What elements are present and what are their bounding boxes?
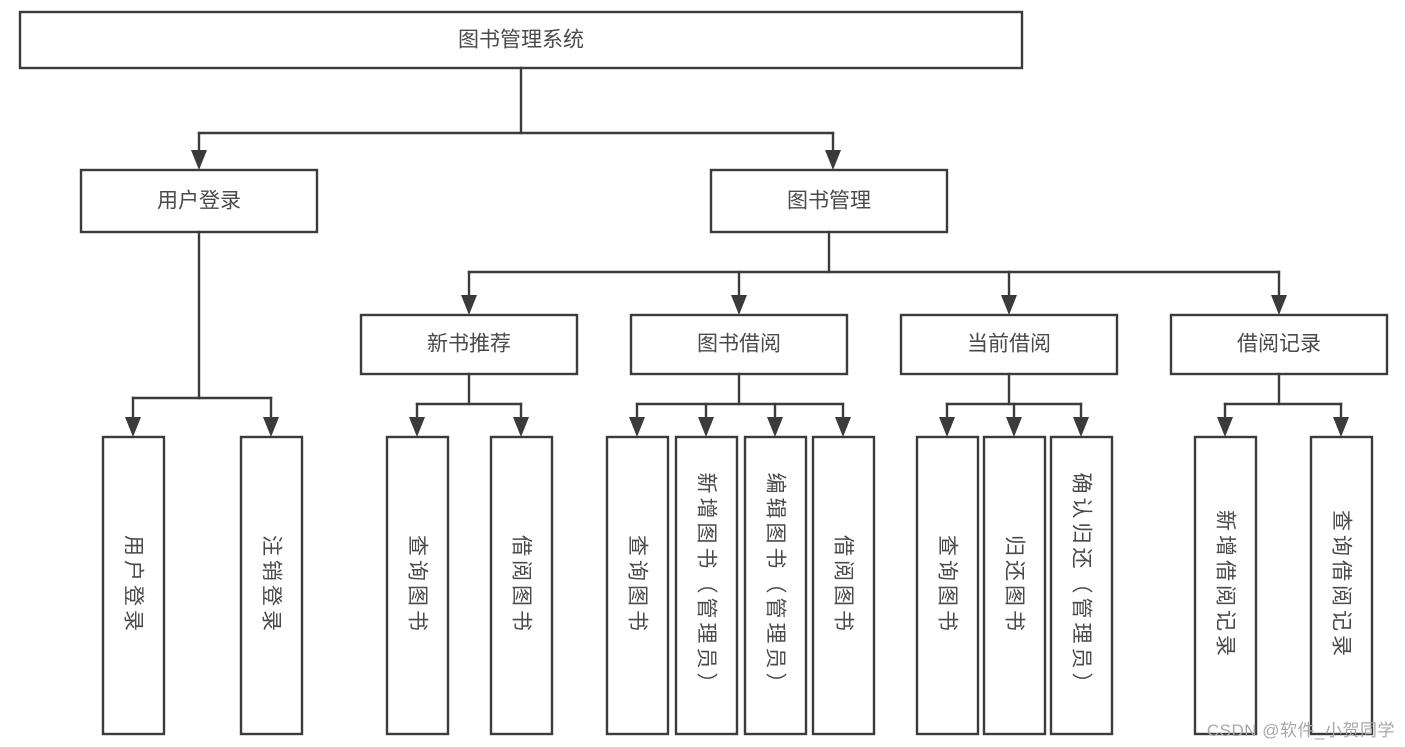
leaf-add-book[interactable]: 新增图书（管理员）: [674, 435, 739, 736]
arrow-head-icon: [1001, 295, 1017, 315]
leaf-query-book-1-box: [385, 435, 450, 736]
connector-user-login-to-leaves: [125, 230, 279, 437]
node-user-login[interactable]: 用户登录: [79, 168, 319, 234]
node-book-manage-label: 图书管理: [787, 190, 871, 213]
node-current-borrow-box: [899, 313, 1119, 376]
connector-borrow-record-to-leaves: [1217, 372, 1349, 437]
arrow-head-icon: [1333, 417, 1349, 437]
arrow-head-icon: [629, 417, 645, 437]
arrow-head-icon: [191, 150, 207, 170]
leaf-query-book-2-label: 查询图书: [626, 535, 649, 635]
arrow-head-icon: [125, 417, 141, 437]
leaf-user-logout[interactable]: 注销登录: [239, 435, 304, 736]
leaf-borrow-book-1-box: [489, 435, 554, 736]
arrow-head-icon: [1271, 295, 1287, 315]
node-user-login-box: [79, 168, 319, 234]
leaf-query-book-1-label: 查询图书: [406, 535, 429, 635]
node-current-borrow[interactable]: 当前借阅: [899, 313, 1119, 376]
node-user-login-label: 用户登录: [157, 190, 241, 213]
leaf-add-book-label: 新增图书（管理员）: [695, 473, 718, 698]
leaf-edit-book-box: [743, 435, 808, 736]
leaf-return-book-box: [982, 435, 1047, 736]
leaf-add-book-box: [674, 435, 739, 736]
node-current-borrow-label: 当前借阅: [967, 333, 1051, 356]
node-borrow-record[interactable]: 借阅记录: [1169, 313, 1389, 376]
arrow-head-icon: [835, 417, 851, 437]
leaf-borrow-book-2-label: 借阅图书: [832, 535, 855, 635]
node-borrow-record-label: 借阅记录: [1237, 333, 1321, 356]
leaf-query-record[interactable]: 查询借阅记录: [1309, 435, 1374, 736]
connector-current-borrow-to-leaves: [939, 372, 1089, 437]
leaf-user-login-label: 用户登录: [122, 535, 145, 635]
connector-new-book-recommend-to-leaves: [409, 372, 529, 437]
node-root-box: [18, 10, 1024, 70]
node-book-manage[interactable]: 图书管理: [709, 168, 949, 234]
leaf-user-logout-label: 注销登录: [260, 535, 283, 635]
arrow-head-icon: [1217, 417, 1233, 437]
leaf-edit-book-label: 编辑图书（管理员）: [764, 473, 787, 698]
leaf-query-book-3-label: 查询图书: [936, 535, 959, 635]
leaf-query-book-1[interactable]: 查询图书: [385, 435, 450, 736]
leaf-query-book-2-box: [605, 435, 670, 736]
node-new-book-recommend-label: 新书推荐: [427, 333, 511, 356]
leaf-query-book-2[interactable]: 查询图书: [605, 435, 670, 736]
leaf-add-record[interactable]: 新增借阅记录: [1193, 435, 1258, 736]
leaf-user-logout-box: [239, 435, 304, 736]
arrow-head-icon: [731, 295, 747, 315]
connector-book-manage-to-level3: [461, 230, 1287, 315]
leaf-user-login[interactable]: 用户登录: [101, 435, 166, 736]
leaf-return-book[interactable]: 归还图书: [982, 435, 1047, 736]
leaf-return-book-label: 归还图书: [1003, 535, 1026, 635]
node-root-label: 图书管理系统: [458, 29, 584, 52]
leaf-query-record-box: [1309, 435, 1374, 736]
leaf-confirm-return[interactable]: 确认归还（管理员）: [1049, 435, 1114, 736]
connector-book-borrow-to-leaves: [629, 372, 851, 437]
leaf-confirm-return-box: [1049, 435, 1114, 736]
node-book-borrow[interactable]: 图书借阅: [629, 313, 849, 376]
arrow-head-icon: [263, 417, 279, 437]
leaf-edit-book[interactable]: 编辑图书（管理员）: [743, 435, 808, 736]
leaf-add-record-box: [1193, 435, 1258, 736]
arrow-head-icon: [1006, 417, 1022, 437]
node-new-book-recommend-box: [359, 313, 579, 376]
arrow-head-icon: [767, 417, 783, 437]
leaf-borrow-book-2[interactable]: 借阅图书: [811, 435, 876, 736]
arrow-head-icon: [409, 417, 425, 437]
connector-root-to-level2: [191, 66, 841, 170]
arrow-head-icon: [825, 150, 841, 170]
leaf-query-record-label: 查询借阅记录: [1330, 510, 1353, 660]
node-new-book-recommend[interactable]: 新书推荐: [359, 313, 579, 376]
node-book-borrow-label: 图书借阅: [697, 333, 781, 356]
leaf-query-book-3[interactable]: 查询图书: [915, 435, 980, 736]
leaf-borrow-book-1[interactable]: 借阅图书: [489, 435, 554, 736]
leaf-add-record-label: 新增借阅记录: [1214, 510, 1237, 660]
arrow-head-icon: [461, 295, 477, 315]
arrow-head-icon: [1073, 417, 1089, 437]
leaf-borrow-book-2-box: [811, 435, 876, 736]
leaf-query-book-3-box: [915, 435, 980, 736]
arrow-head-icon: [698, 417, 714, 437]
leaf-user-login-box: [101, 435, 166, 736]
arrow-head-icon: [513, 417, 529, 437]
node-root[interactable]: 图书管理系统: [18, 10, 1024, 70]
csdn-watermark: CSDN @软件_小贺同学: [1206, 721, 1395, 740]
arrow-head-icon: [939, 417, 955, 437]
leaf-confirm-return-label: 确认归还（管理员）: [1070, 473, 1093, 698]
leaf-borrow-book-1-label: 借阅图书: [510, 535, 533, 635]
